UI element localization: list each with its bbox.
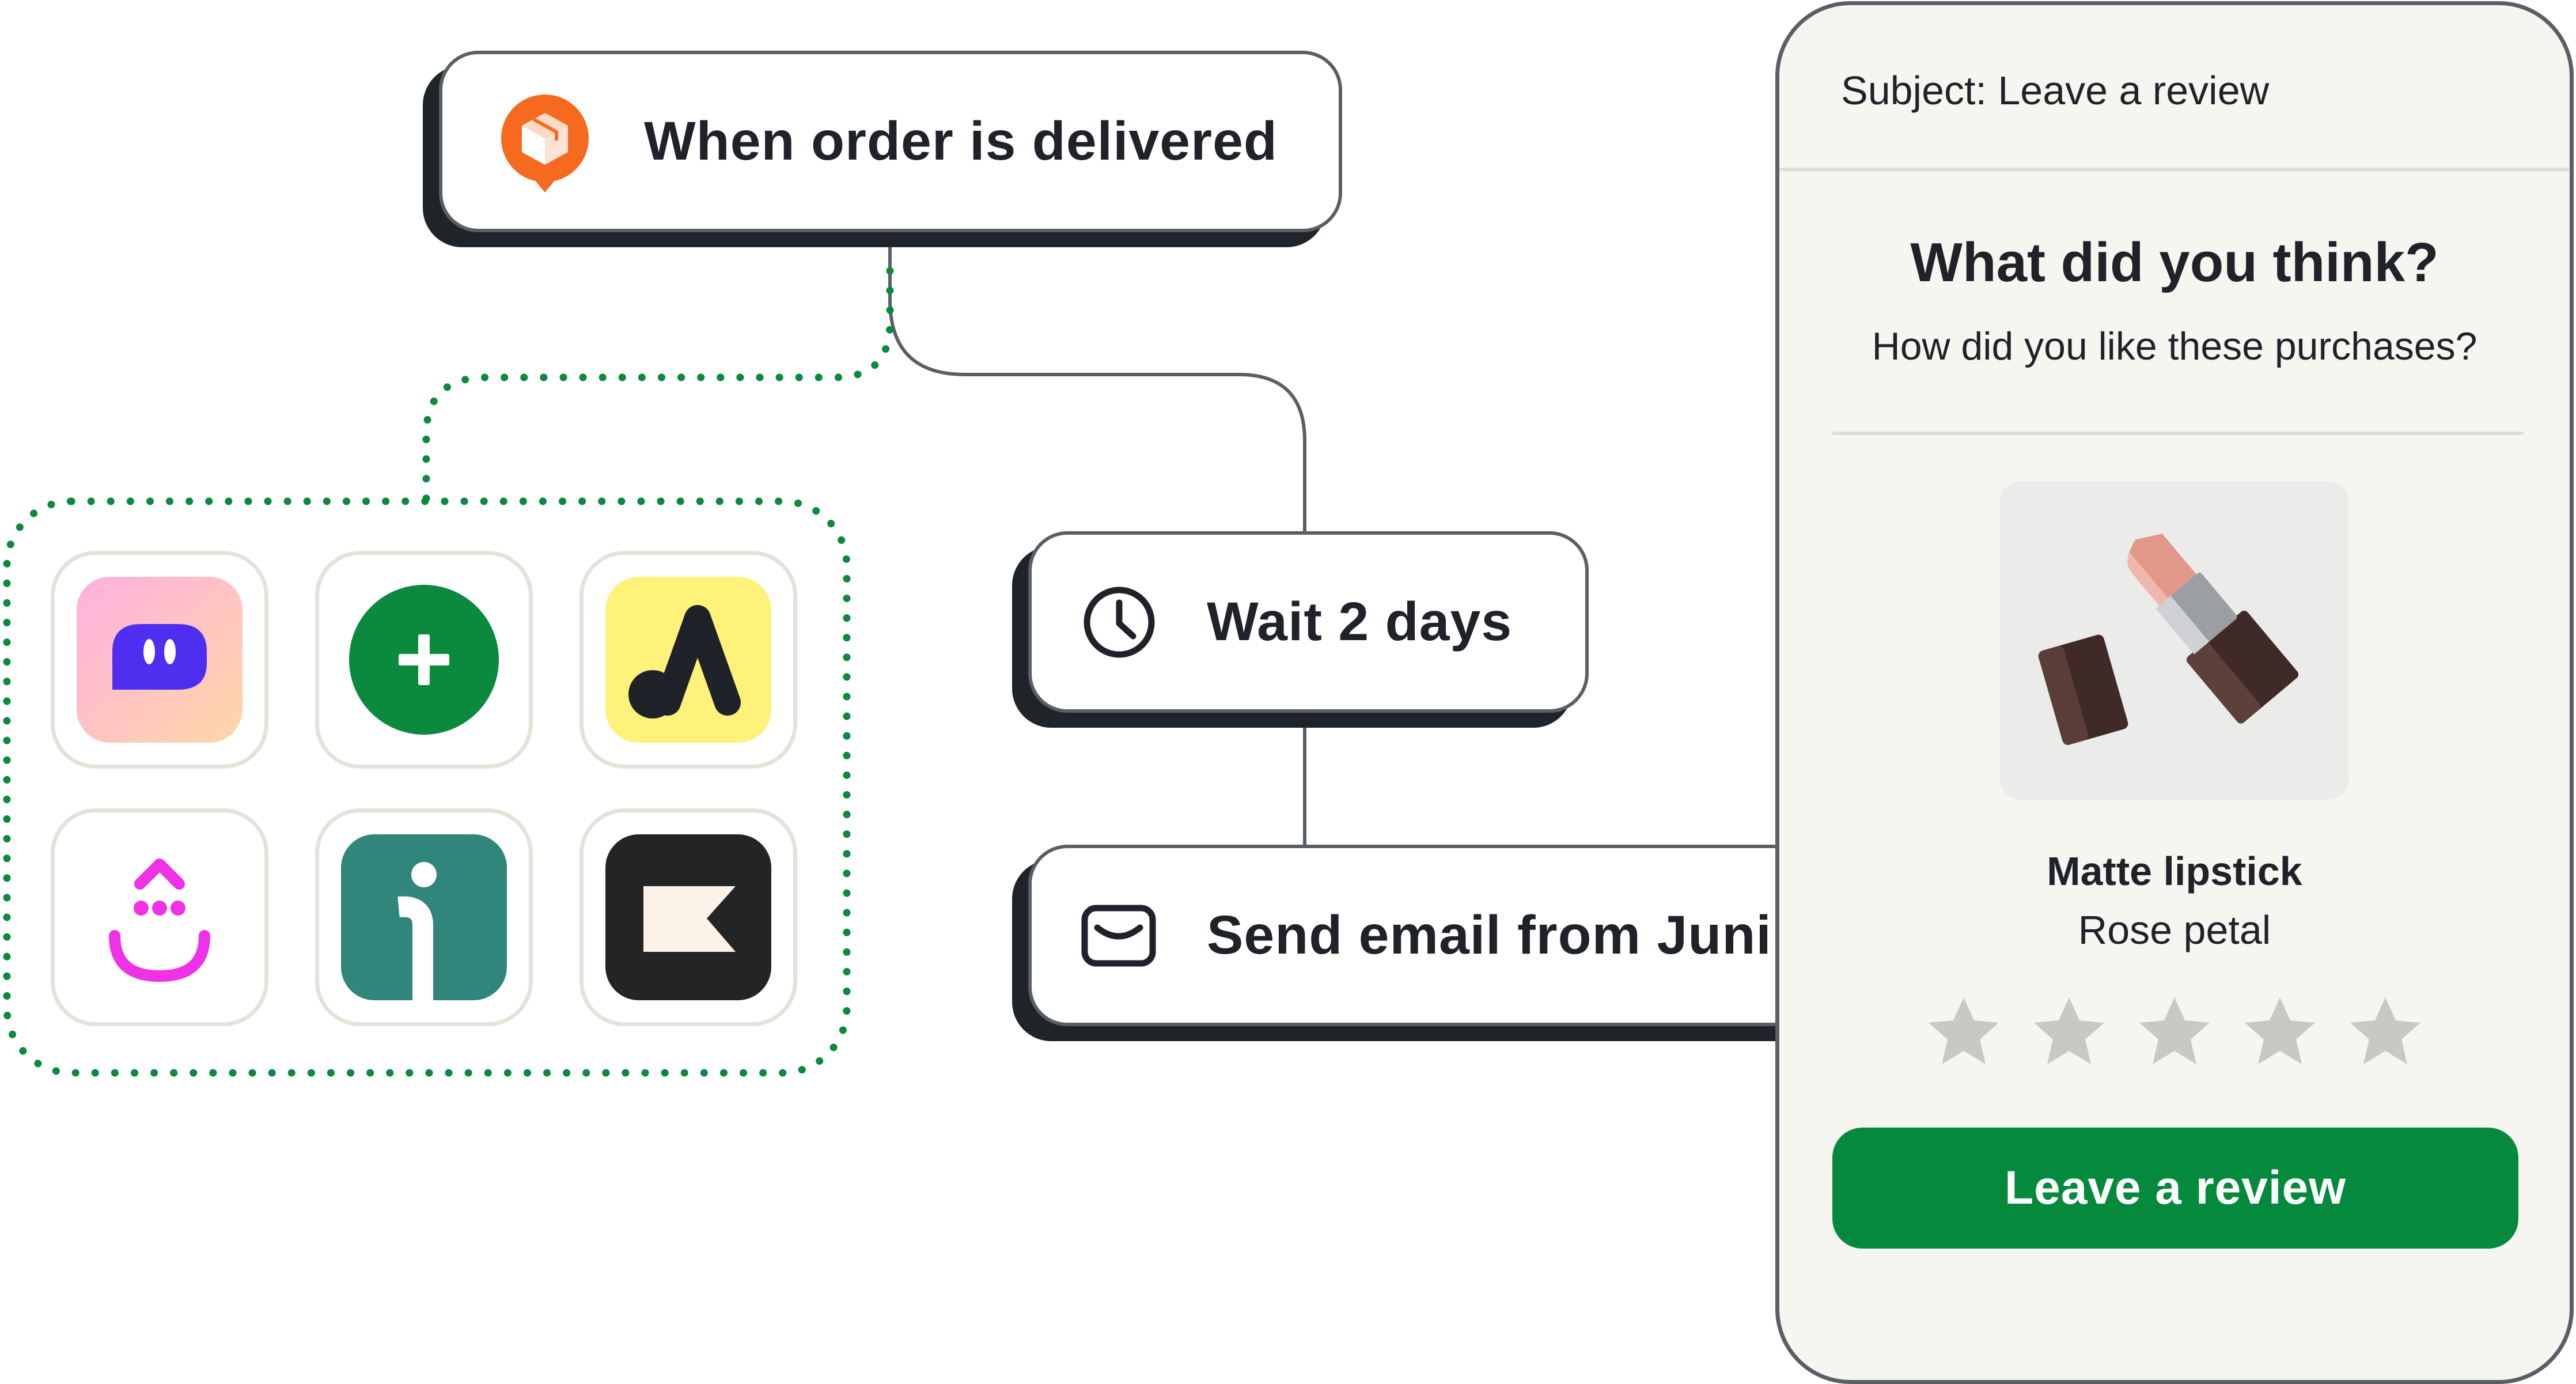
flag-icon — [605, 834, 771, 1000]
send-email-step-card[interactable]: Send email from Junip — [1028, 845, 1875, 1026]
trigger-to-wait-connector — [888, 232, 1306, 531]
trigger-step-label: When order is delivered — [644, 111, 1278, 172]
star-2-icon[interactable] — [2032, 995, 2107, 1070]
integration-tile-flag[interactable] — [579, 808, 797, 1026]
email-heading: What did you think? — [1910, 232, 2439, 293]
integration-tile-smile[interactable] — [51, 808, 268, 1026]
letter-a-icon — [605, 577, 771, 743]
letter-i-icon — [341, 834, 507, 1000]
smile-face-icon — [109, 859, 210, 982]
email-preview-panel: Subject: Leave a review What did you thi… — [1775, 1, 2574, 1384]
plus-circle-icon — [349, 585, 499, 735]
star-5-icon[interactable] — [2348, 995, 2423, 1070]
integration-tile-chat-bubble[interactable] — [51, 551, 268, 769]
package-location-icon — [501, 94, 589, 192]
integrations-branch-connector — [422, 267, 894, 505]
product-variant: Rose petal — [2078, 907, 2271, 952]
subject-divider — [1779, 168, 2570, 171]
product-name: Matte lipstick — [2047, 849, 2302, 894]
star-rating[interactable] — [1926, 995, 2423, 1070]
integration-tile-plus[interactable] — [315, 551, 533, 769]
clock-icon — [1084, 587, 1155, 658]
send-email-step-label: Send email from Junip — [1207, 905, 1806, 966]
content-divider — [1832, 432, 2524, 435]
wait-step-label: Wait 2 days — [1207, 591, 1513, 652]
integration-tile-letter-i[interactable] — [315, 808, 533, 1026]
envelope-icon — [1081, 905, 1156, 967]
star-4-icon[interactable] — [2242, 995, 2317, 1070]
star-3-icon[interactable] — [2137, 995, 2212, 1070]
leave-review-button[interactable]: Leave a review — [1832, 1128, 2518, 1249]
trigger-step-card[interactable]: When order is delivered — [439, 51, 1342, 232]
product-image — [2000, 481, 2348, 800]
integration-tile-letter-a[interactable] — [579, 551, 797, 769]
integrations-group-outline — [3, 497, 851, 1077]
chat-bubble-icon — [77, 577, 243, 743]
email-subject: Subject: Leave a review — [1841, 68, 2270, 113]
star-1-icon[interactable] — [1926, 995, 2001, 1070]
email-subheading: How did you like these purchases? — [1872, 324, 2477, 368]
lipstick-icon — [2038, 534, 2299, 745]
wait-step-card[interactable]: Wait 2 days — [1028, 531, 1589, 713]
